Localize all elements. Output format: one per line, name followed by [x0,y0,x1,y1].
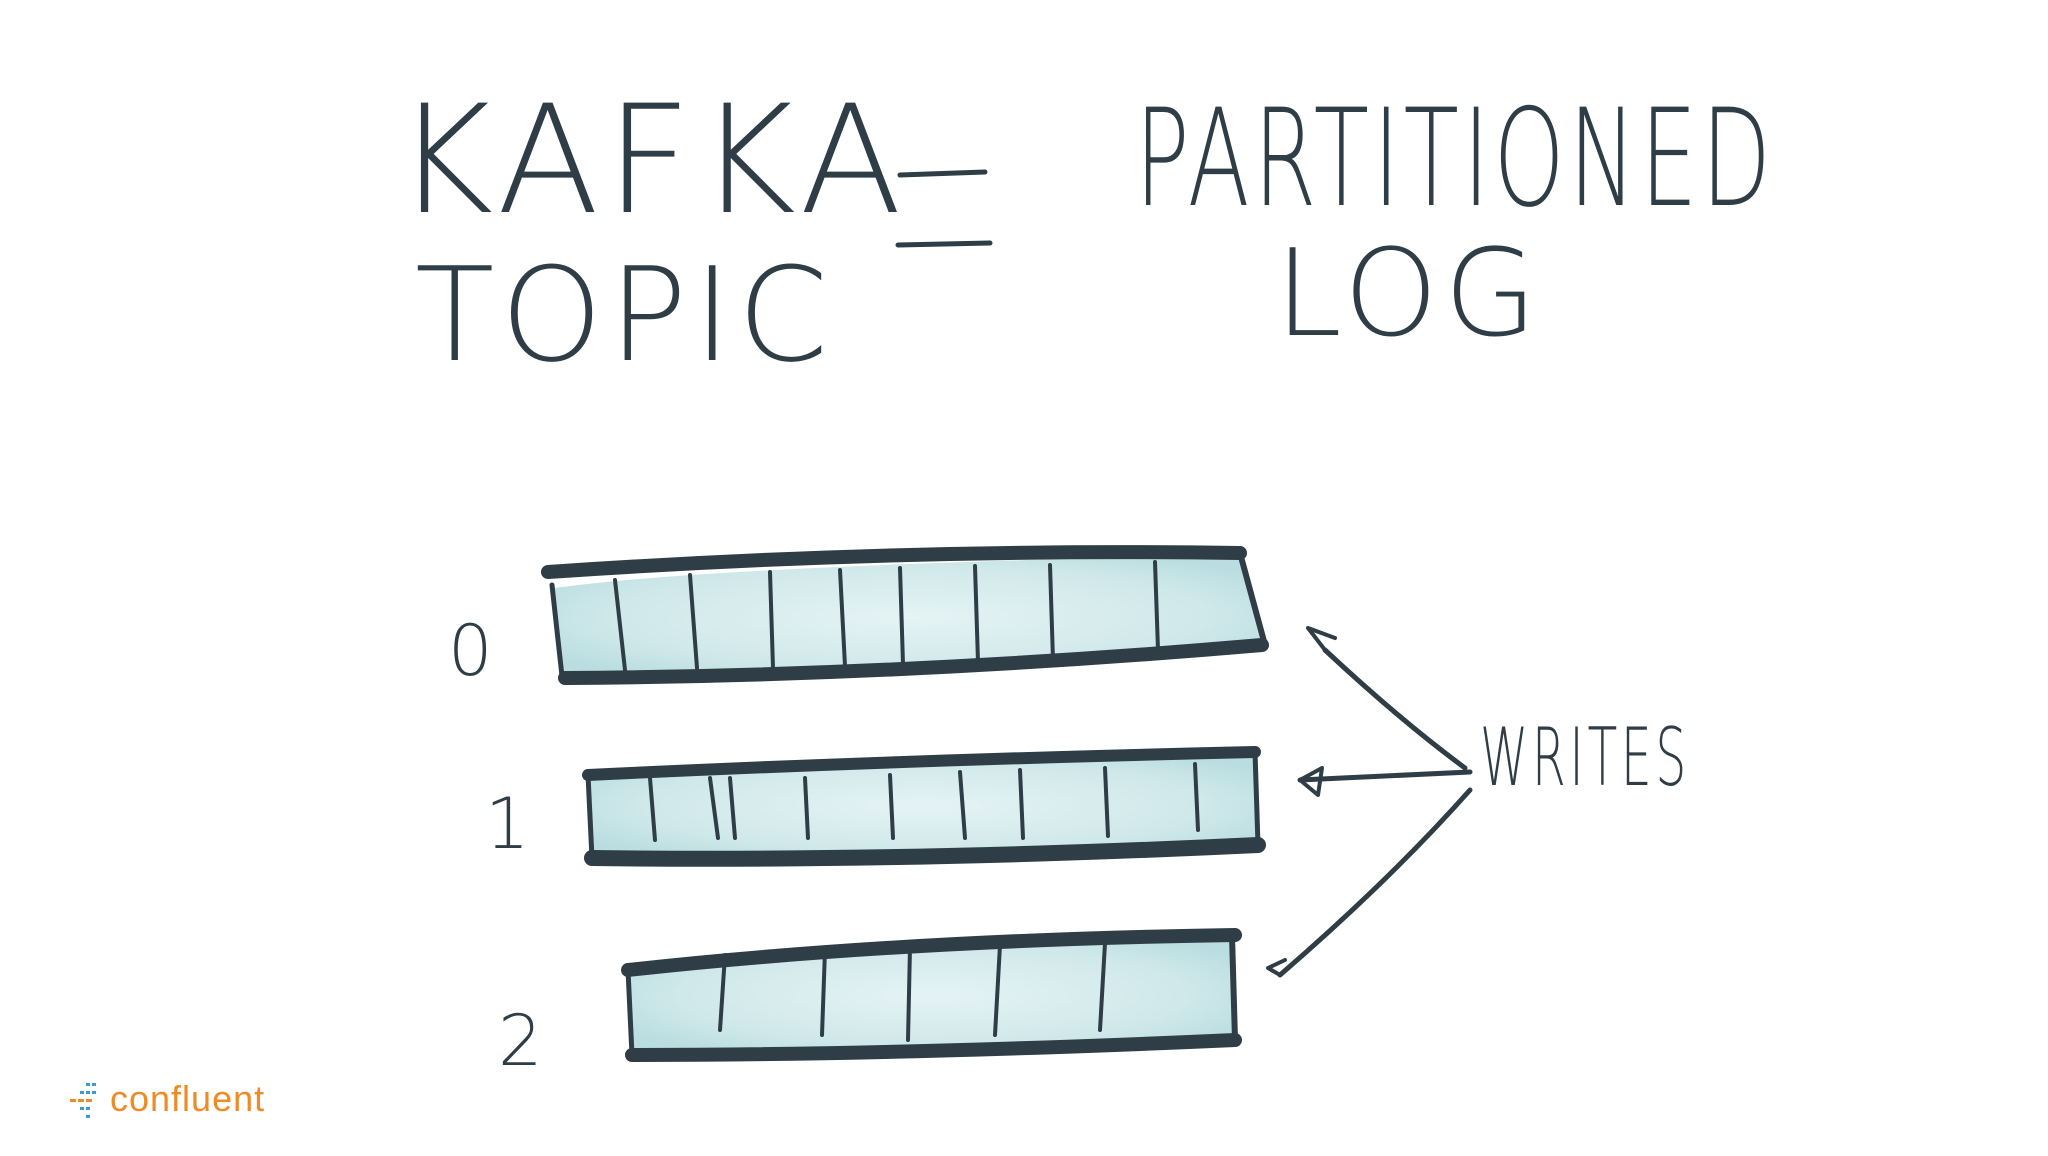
partition-2-fill [630,935,1235,1055]
partition-0-label: 0 [448,610,499,692]
partition-2: 2 [498,928,1242,1082]
arrow-to-partition-0 [1322,647,1468,771]
partition-0-cells [613,560,1160,672]
partition-2-label: 2 [498,1000,549,1082]
partition-1-label: 1 [485,783,536,865]
writes-label: WRITES [1480,711,1690,804]
title-topic: TOPIC [415,239,834,391]
confluent-mark-icon [70,1083,96,1118]
title-partitioned: PARTITIONED [1135,80,1775,237]
title-log: LOG [1275,225,1543,364]
partition-0-fill [555,555,1265,680]
arrow-head-2 [1266,958,1287,977]
partition-1-left [585,772,595,861]
partition-2-top [621,928,1242,977]
title-kafka: KAFKA [395,74,908,248]
equals-top [897,169,988,178]
arrow-head-0 [1306,626,1337,652]
partition-0-top [541,545,1247,579]
arrow-to-partition-1 [1297,769,1473,783]
arrow-to-partition-2 [1277,787,1473,978]
partition-0-left [549,582,565,679]
arrow-head-1 [1298,766,1324,797]
partition-0: 0 [448,545,1269,692]
partition-0-right [1237,550,1268,648]
partition-2-cells [718,941,1107,1042]
partition-0-bottom [558,638,1269,685]
confluent-wordmark: confluent [110,1078,266,1119]
confluent-logo: confluent [70,1078,265,1120]
partition-1-bottom [584,837,1266,867]
partition-1: 1 [485,746,1266,867]
partition-1-fill [590,752,1258,860]
partition-1-top [582,746,1261,781]
writes-arrows [1266,626,1473,978]
partition-2-right [1229,932,1238,1043]
partition-1-right [1252,749,1261,848]
equals-bottom [895,240,993,248]
partition-2-bottom [625,1033,1242,1062]
partition-1-cells [648,762,1200,842]
partition-2-left [625,967,635,1058]
